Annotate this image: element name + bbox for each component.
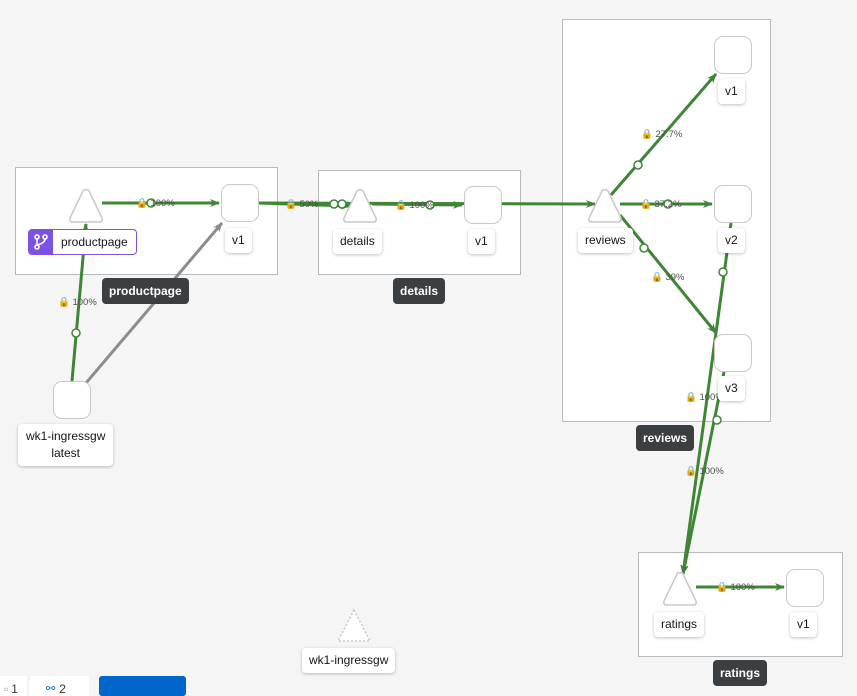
edge-label: 🔒 100% [136,197,175,209]
edge-label: 🔒 100% [58,296,97,308]
toolbar-count-2[interactable]: ⚯2 [30,676,89,696]
edge-v2-ratings[interactable] [680,222,733,575]
edge-reviews-v3[interactable] [618,214,718,334]
box-label-reviews: reviews [636,425,695,451]
traffic-dot [425,200,435,210]
app-node-productpage[interactable] [68,188,104,224]
workload-node-ratings-v1[interactable] [786,569,824,607]
productpage-app-label[interactable]: productpage [28,229,137,255]
traffic-dot [633,160,643,170]
app-node-reviews[interactable] [587,188,623,224]
node-label: reviews [578,228,633,253]
node-label: v1 [225,228,252,253]
node-label: wk1-ingressgw [302,648,396,673]
traffic-dot [146,198,156,208]
edge-label: 🔒 50% [285,198,319,210]
workload-node-reviews-v3[interactable] [714,334,752,372]
traffic-dot [718,267,728,277]
workload-node-reviews-v2[interactable] [714,185,752,223]
traffic-dot [639,243,649,253]
edge-reviews-v1[interactable] [609,73,718,196]
box-label-ratings: ratings [713,660,768,686]
workload-node-details-v1[interactable] [464,186,502,224]
edge-label: 🔒 37.2% [640,198,682,210]
app-node-ratings[interactable] [662,571,698,607]
box-label-productpage: productpage [102,278,189,304]
app-node-details[interactable] [342,188,378,224]
toolbar-primary-button[interactable] [99,676,186,696]
edge-label: 🔒 39% [651,271,685,283]
edge-label: 🔒 100% [716,581,755,593]
node-label: v2 [718,228,745,253]
node-label: v3 [718,376,745,401]
workload-node-reviews-v1[interactable] [714,36,752,74]
toolbar-count-1[interactable]: ▫1 [0,676,27,696]
node-label: v1 [790,612,817,637]
traffic-dot [712,415,722,425]
edge-label: 🔒 100% [685,465,724,477]
edge-label: 🔒 100% [395,199,434,211]
node-label-ingress: wk1-ingressgw latest [18,424,114,466]
branch-icon [29,230,53,254]
traffic-dot [337,199,347,209]
workload-node-wk1-ingressgw[interactable] [53,381,91,419]
traffic-dot [71,328,81,338]
edge-v3-ratings[interactable] [680,371,726,575]
node-label: ratings [654,612,705,637]
box-label-details: details [393,278,446,304]
app-node-wk1-ingressgw-unused[interactable] [336,608,372,644]
traffic-dot [329,199,339,209]
node-label: v1 [718,79,745,104]
workload-node-productpage-v1[interactable] [221,184,259,222]
edges-icon: ⚯ [46,683,56,695]
node-count-icon: ▫ [4,682,9,696]
edge-label: 🔒 100% [685,391,724,403]
traffic-dot [663,199,673,209]
node-label: details [333,229,382,254]
edge-label: 🔒 27.7% [641,128,683,140]
node-label: v1 [468,229,495,254]
